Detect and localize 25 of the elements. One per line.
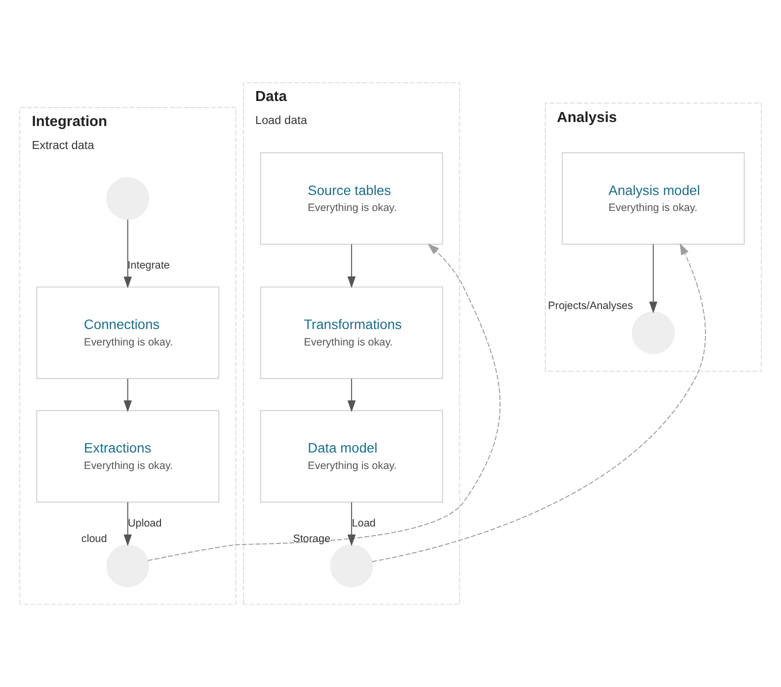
arrow <box>347 378 356 412</box>
node-box: Transformations Everything is okay. <box>260 286 444 380</box>
node-circle <box>106 177 150 220</box>
node-label: cloud <box>81 532 107 545</box>
edge-label: Upload <box>128 517 162 530</box>
node-label: Storage <box>292 532 330 545</box>
arrow <box>124 378 132 412</box>
node-box: Connections Everything is okay. <box>36 286 220 380</box>
arrow <box>649 244 658 314</box>
edge-label: Load <box>352 517 376 530</box>
node-circle <box>632 311 675 354</box>
arrow <box>124 502 132 546</box>
node-circle <box>106 544 150 588</box>
node-box: Data model Everything is okay. <box>260 410 444 503</box>
arrow <box>347 502 356 546</box>
node-label: Projects/Analyses <box>548 300 633 312</box>
edge-label: Integrate <box>128 259 170 272</box>
arrow <box>124 219 132 288</box>
node-circle <box>330 544 373 588</box>
node-box: Extractions Everything is okay. <box>36 410 220 503</box>
arrow <box>148 243 500 562</box>
arrow <box>347 244 356 288</box>
node-box: Source tables Everything is okay. <box>260 152 444 245</box>
arrow <box>372 243 706 562</box>
node-box: Analysis model Everything is okay. <box>562 152 745 245</box>
